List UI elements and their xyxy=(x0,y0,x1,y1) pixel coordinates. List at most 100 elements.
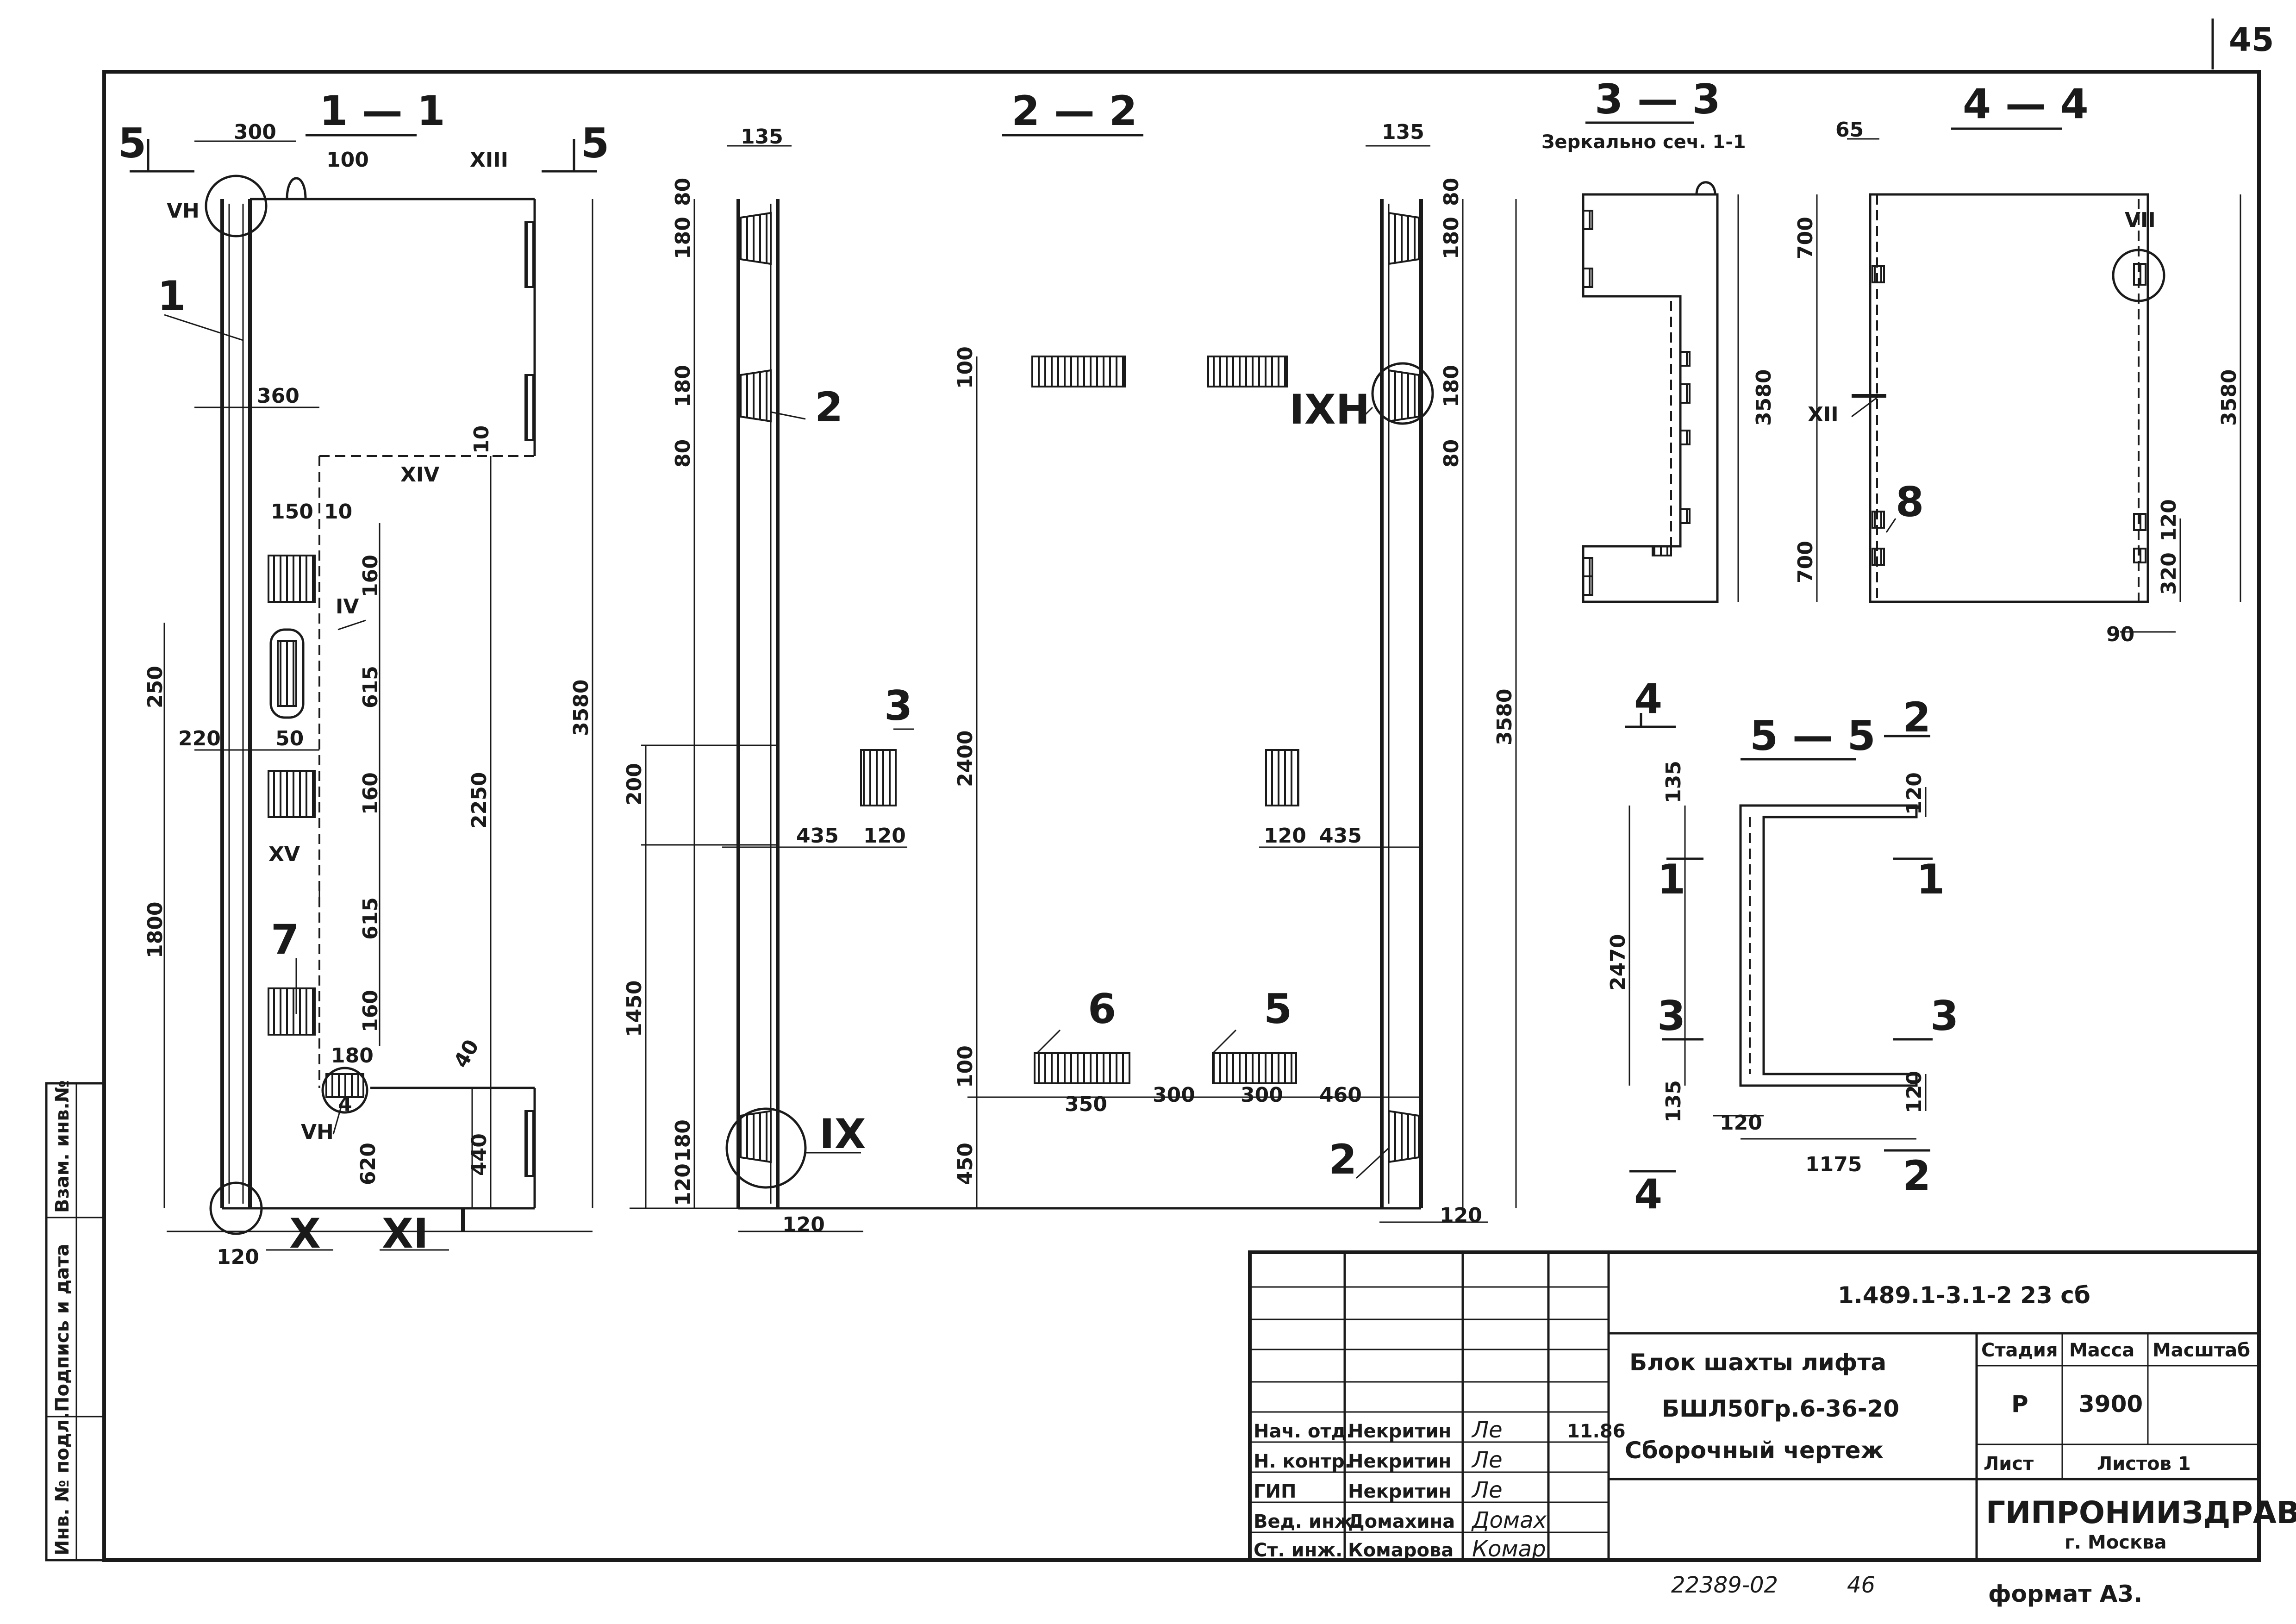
doc-code: 1.489.1-3.1-2 23 сб xyxy=(1838,1282,2090,1309)
name-0: Некритин xyxy=(1348,1421,1451,1442)
dim-180-e: 180 xyxy=(1440,217,1463,259)
dim-700-a: 700 xyxy=(1794,217,1817,259)
dim-120-b: 120 xyxy=(863,824,906,848)
dim-120-f: 120 xyxy=(2157,499,2181,542)
archive-sheet: 46 xyxy=(1847,1572,1875,1598)
stage-label: Стадия xyxy=(1981,1340,2058,1361)
name-1: Некритин xyxy=(1348,1451,1451,1472)
footer: 22389-02 46 формат А3. xyxy=(1671,1572,2142,1607)
mark-2-top: 2 xyxy=(815,383,843,431)
dim-180-b: 180 xyxy=(671,217,695,259)
sign-2: Ле xyxy=(1471,1477,1503,1503)
section-2-2-title: 2 — 2 xyxy=(1011,87,1137,135)
side-stamp-sign: Подпись и дата xyxy=(52,1244,73,1412)
role-3: Вед. инж. xyxy=(1254,1511,1360,1532)
sign-4: Комар xyxy=(1472,1536,1546,1562)
mark-4-cut-bottom: 4 xyxy=(1634,1170,1662,1218)
ref-IX: IX xyxy=(819,1110,866,1158)
name-2: Некритин xyxy=(1348,1481,1451,1502)
dim-3580-b: 3580 xyxy=(1493,689,1516,745)
section-4-4: 4 — 4 65 700 700 3580 120 320 90 XII 8 V… xyxy=(1794,80,2241,646)
dim-2400: 2400 xyxy=(954,731,977,787)
dim-2250: 2250 xyxy=(468,772,491,829)
name-3: Домахина xyxy=(1348,1511,1455,1532)
dim-135-a: 135 xyxy=(741,125,783,149)
mark-8: 8 xyxy=(1896,478,1924,526)
mark-4: 4 xyxy=(338,1093,352,1116)
ref-IV: IV xyxy=(336,595,359,618)
ref-XIV: XIV xyxy=(400,463,439,487)
date-0: 11.86 xyxy=(1567,1421,1626,1442)
section-5-5: 5 — 5 4 2 1 1 3 3 4 2 135 120 2470 135 1… xyxy=(1606,675,1959,1218)
dim-2470: 2470 xyxy=(1606,934,1630,991)
mark-5-slab: 5 xyxy=(1264,985,1292,1033)
side-stamp-replace: Взам. инв.№ xyxy=(52,1080,73,1213)
dim-120-e: 120 xyxy=(1264,824,1306,848)
section-1-1: 1 — 1 5 5 xyxy=(118,87,609,1269)
dim-80-a: 80 xyxy=(671,178,695,206)
dim-135-b: 135 xyxy=(1382,120,1424,144)
role-2: ГИП xyxy=(1254,1481,1296,1502)
section-4-4-title: 4 — 4 xyxy=(1963,80,2089,128)
name-4: Комарова xyxy=(1348,1540,1454,1561)
dim-435-b: 435 xyxy=(1319,824,1362,848)
ref-VII: VII xyxy=(2125,208,2156,232)
section-3-3: 3 — 3 Зеркально сеч. 1-1 3580 xyxy=(1541,75,1776,603)
mark-4-cut-top: 4 xyxy=(1634,675,1662,723)
dim-80-c: 80 xyxy=(1440,178,1463,206)
dim-80-d: 80 xyxy=(1440,439,1463,468)
section-2-2: 2 — 2 xyxy=(623,87,1517,1237)
role-0: Нач. отд. xyxy=(1254,1421,1353,1442)
sheet-label: Лист xyxy=(1984,1453,2034,1474)
mark-3-cut-left: 3 xyxy=(1657,992,1685,1040)
dim-1175: 1175 xyxy=(1805,1153,1862,1176)
mark-5-left: 5 xyxy=(118,119,146,167)
dim-300-b: 300 xyxy=(1153,1083,1195,1107)
side-stamp-inv: Инв. № подл. xyxy=(52,1412,73,1555)
mass-value: 3900 xyxy=(2078,1391,2143,1418)
dim-250: 250 xyxy=(144,666,167,708)
sign-3: Домах xyxy=(1471,1507,1547,1533)
dim-180: 180 xyxy=(331,1044,374,1068)
dim-1450: 1450 xyxy=(623,981,646,1037)
mark-2-cut-top: 2 xyxy=(1903,693,1931,741)
mark-3: 3 xyxy=(884,682,912,730)
dim-150: 150 xyxy=(271,500,313,524)
role-1: Н. контр. xyxy=(1254,1451,1352,1472)
section-3-3-note: Зеркально сеч. 1-1 xyxy=(1541,131,1746,153)
dim-300-c: 300 xyxy=(1241,1083,1283,1107)
dim-3580-a: 3580 xyxy=(569,680,593,736)
dim-615-a: 615 xyxy=(359,666,382,708)
dim-160-c: 160 xyxy=(359,990,382,1032)
ref-XV: XV xyxy=(268,843,300,866)
ref-XIII: XIII xyxy=(470,148,508,172)
dim-120-i: 120 xyxy=(1903,1071,1926,1113)
org-city: г. Москва xyxy=(2065,1532,2166,1553)
sheet-frame: 45 xyxy=(102,19,2274,1562)
dim-220: 220 xyxy=(178,727,221,750)
mark-7: 7 xyxy=(271,916,299,963)
dim-120-f2: 120 xyxy=(1440,1204,1482,1227)
stage-value: Р xyxy=(2011,1391,2028,1418)
ref-XI: XI xyxy=(382,1210,429,1257)
dim-100: 100 xyxy=(326,148,369,172)
scale-label: Масштаб xyxy=(2152,1340,2250,1361)
dim-350: 350 xyxy=(1065,1093,1107,1116)
dim-120-c: 120 xyxy=(671,1163,695,1206)
dim-120-h: 120 xyxy=(1720,1111,1762,1135)
page-number: 45 xyxy=(2229,21,2274,59)
mark-3-cut-right: 3 xyxy=(1930,992,1959,1040)
dim-320: 320 xyxy=(2157,552,2181,595)
roles-table: Нач. отд. Некритин Ле 11.86 Н. контр. Не… xyxy=(1254,1417,1626,1562)
section-1-1-title: 1 — 1 xyxy=(319,87,445,135)
mark-6: 6 xyxy=(1088,985,1116,1033)
dim-90: 90 xyxy=(2106,623,2134,646)
ref-V-bottom: VН xyxy=(301,1120,334,1144)
mark-2-bottom: 2 xyxy=(1329,1136,1357,1183)
dim-450: 450 xyxy=(954,1143,977,1185)
archive-number: 22389-02 xyxy=(1671,1572,1778,1598)
dim-3580-c: 3580 xyxy=(1752,369,1776,426)
dim-180-f: 180 xyxy=(1440,365,1463,407)
dim-440: 440 xyxy=(468,1133,491,1176)
dim-135-c: 135 xyxy=(1662,761,1685,803)
